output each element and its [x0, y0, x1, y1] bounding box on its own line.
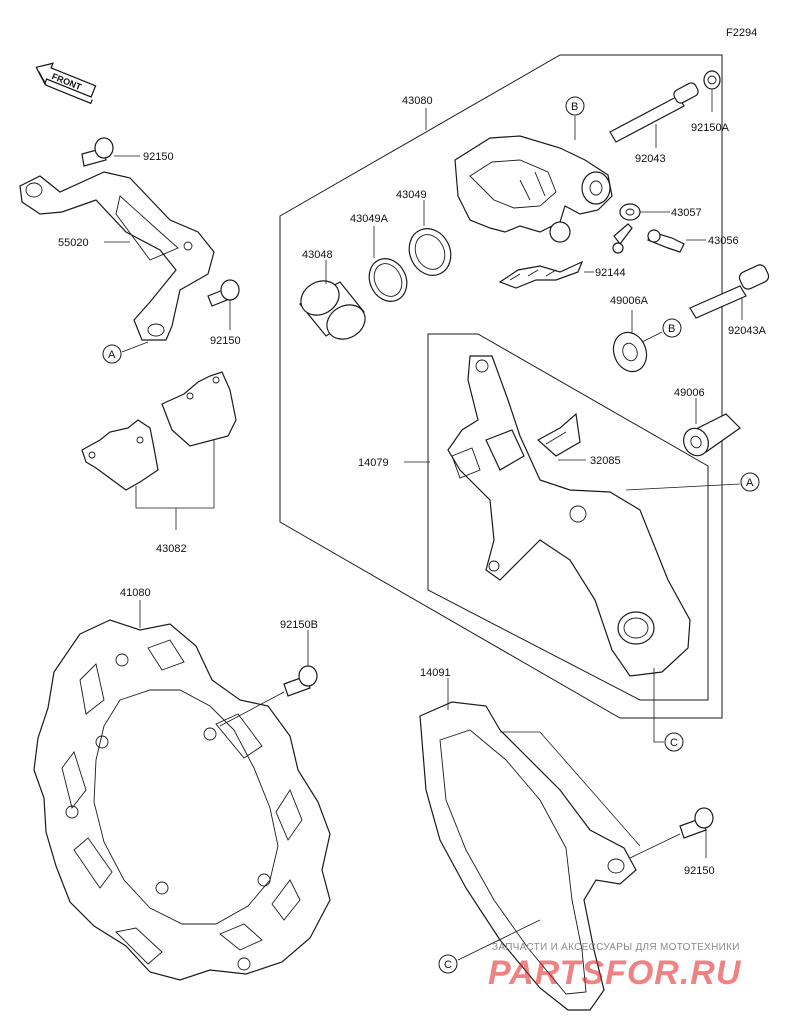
caliper-body — [454, 135, 613, 243]
bracket-outline — [427, 333, 709, 701]
callout-b-upper-text: B — [571, 101, 578, 113]
label-14091: 14091 — [420, 667, 451, 679]
callout-c-right-text: C — [670, 737, 678, 749]
seal-43049A — [368, 258, 408, 302]
label-92043A: 92043A — [728, 325, 767, 337]
bleeder-valve-43056 — [647, 229, 685, 253]
pad-spring-92144 — [498, 260, 584, 289]
bracket-55020 — [19, 171, 215, 341]
label-32085: 32085 — [590, 455, 621, 467]
callout-b-lower — [662, 318, 682, 338]
cap-92150A — [703, 70, 721, 90]
label-43082: 43082 — [156, 543, 187, 555]
label-43057: 43057 — [671, 207, 702, 219]
label-92144: 92144 — [595, 267, 626, 279]
label-92043: 92043 — [635, 153, 666, 165]
label-41080: 41080 — [120, 587, 151, 599]
callout-c-right — [664, 732, 684, 752]
label-49006: 49006 — [674, 387, 705, 399]
label-55020: 55020 — [58, 237, 89, 249]
boot-49006A — [612, 331, 648, 373]
boot-49006 — [683, 413, 741, 457]
callout-c-bottom — [438, 954, 458, 974]
watermark-brand: PARTSFOR.RU — [488, 954, 742, 992]
label-92150-top: 92150 — [143, 151, 174, 163]
callout-a-right-text: A — [746, 477, 754, 489]
label-43080: 43080 — [402, 95, 433, 107]
slide-pin-92043A — [689, 264, 770, 319]
caliper-assembly-outline — [279, 54, 723, 719]
label-92150-bottom: 92150 — [684, 865, 715, 877]
bolt-92150B — [283, 665, 318, 697]
label-92150B: 92150B — [280, 619, 318, 631]
bolt-92150-bottom — [679, 807, 714, 839]
label-14079: 14079 — [358, 457, 389, 469]
label-43049A: 43049A — [350, 213, 389, 225]
label-43048: 43048 — [302, 249, 333, 261]
seal-43049 — [408, 228, 452, 276]
brake-pad-right — [161, 371, 237, 447]
callout-c-bottom-text: C — [444, 959, 452, 971]
bolt-92150-mid — [207, 279, 240, 307]
figure-code: F2294 — [726, 27, 757, 39]
label-92150-mid: 92150 — [210, 335, 241, 347]
watermark-tagline: ЗАПЧАСТИ И АКСЕССУАРЫ ДЛЯ МОТОТЕХНИКИ — [492, 942, 740, 953]
label-43056: 43056 — [708, 235, 739, 247]
callout-b-upper — [565, 96, 585, 116]
shim-32085 — [536, 412, 581, 457]
bleeder-cap-43057 — [612, 203, 641, 254]
brake-disc-41080 — [33, 619, 331, 981]
callout-a-left — [102, 344, 122, 364]
label-49006A: 49006A — [610, 295, 649, 307]
callout-a-right — [740, 472, 760, 492]
label-92150A: 92150A — [691, 122, 730, 134]
callout-a-left-text: A — [108, 349, 116, 361]
callout-b-lower-text: B — [668, 323, 675, 335]
front-arrow-icon: FRONT — [35, 62, 97, 105]
caliper-bracket-14079 — [447, 355, 691, 677]
slide-pin-92043 — [609, 82, 699, 143]
piston-43048 — [299, 280, 366, 340]
disc-guard-14091 — [419, 701, 637, 1011]
label-43049: 43049 — [396, 189, 427, 201]
brake-pad-left — [81, 419, 159, 491]
bolt-92150-top — [81, 137, 114, 167]
